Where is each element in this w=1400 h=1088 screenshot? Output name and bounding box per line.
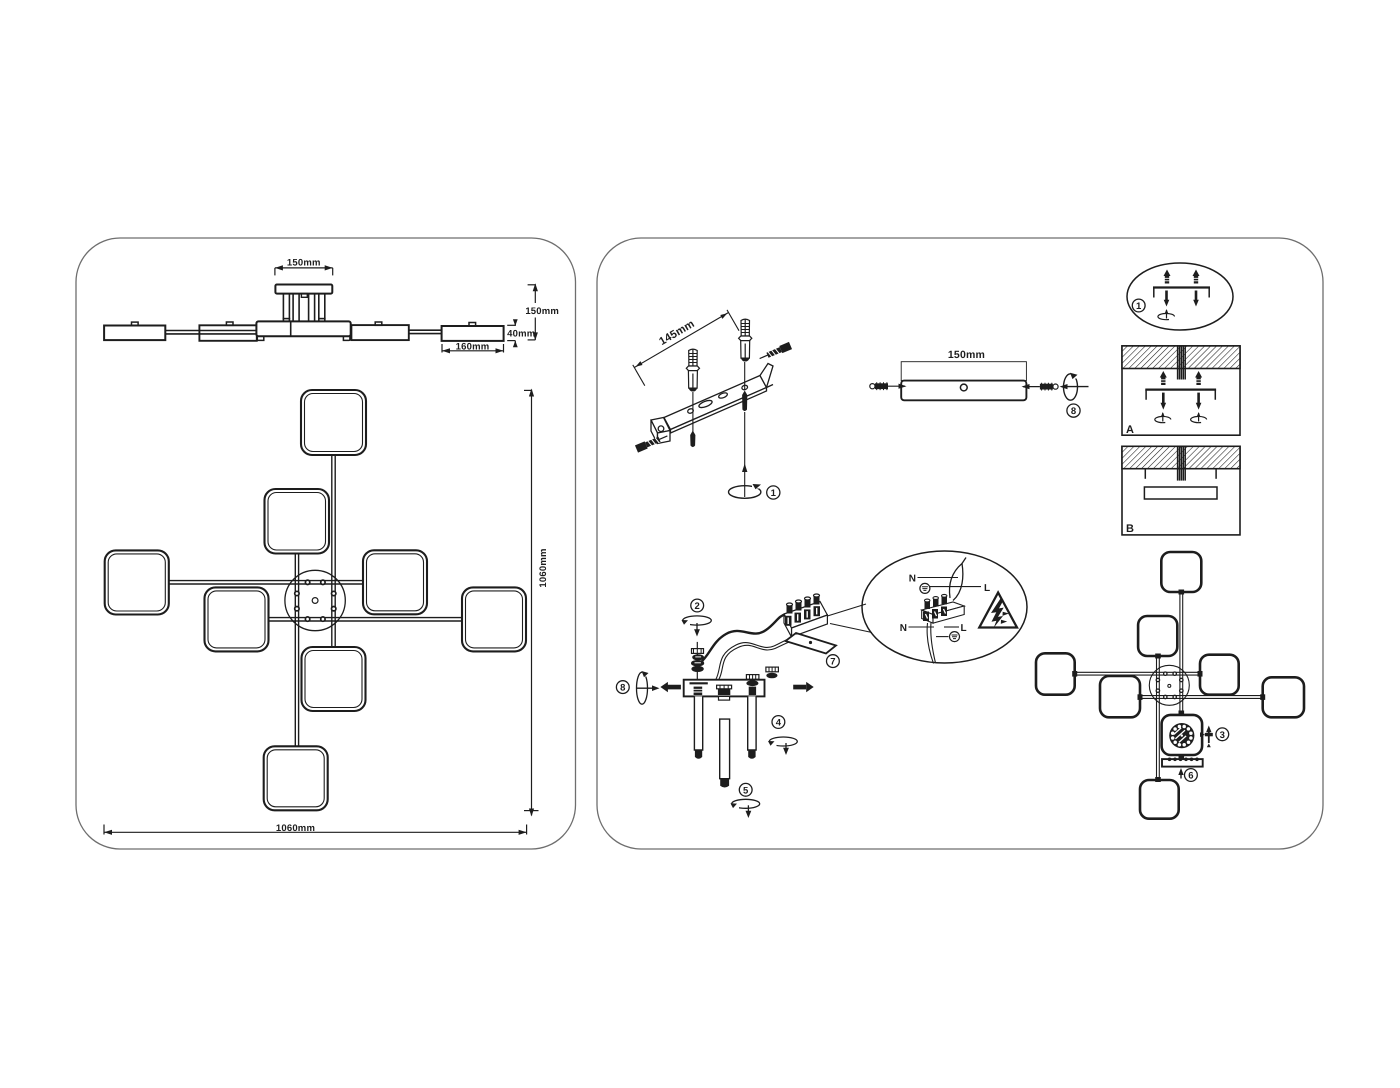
svg-text:3: 3 bbox=[1220, 730, 1225, 741]
svg-text:1060mm: 1060mm bbox=[538, 548, 549, 587]
svg-text:150mm: 150mm bbox=[525, 306, 559, 317]
svg-text:2: 2 bbox=[695, 601, 700, 612]
svg-text:150mm: 150mm bbox=[948, 349, 985, 361]
svg-text:L: L bbox=[984, 583, 990, 594]
svg-text:A: A bbox=[1126, 424, 1134, 436]
svg-text:L: L bbox=[961, 623, 967, 634]
svg-text:40mm: 40mm bbox=[507, 328, 535, 339]
svg-text:N: N bbox=[900, 623, 907, 634]
svg-text:N: N bbox=[909, 574, 916, 585]
svg-text:150mm: 150mm bbox=[287, 258, 321, 269]
svg-text:B: B bbox=[1126, 523, 1134, 535]
svg-text:1060mm: 1060mm bbox=[276, 823, 315, 834]
svg-text:5: 5 bbox=[743, 785, 749, 796]
svg-text:160mm: 160mm bbox=[456, 341, 490, 352]
svg-text:4: 4 bbox=[776, 718, 782, 729]
svg-text:1: 1 bbox=[771, 488, 777, 499]
svg-text:6: 6 bbox=[1188, 771, 1193, 782]
svg-text:8: 8 bbox=[620, 683, 625, 694]
svg-text:7: 7 bbox=[830, 657, 835, 668]
svg-text:1: 1 bbox=[1136, 301, 1142, 312]
svg-text:8: 8 bbox=[1071, 406, 1076, 417]
